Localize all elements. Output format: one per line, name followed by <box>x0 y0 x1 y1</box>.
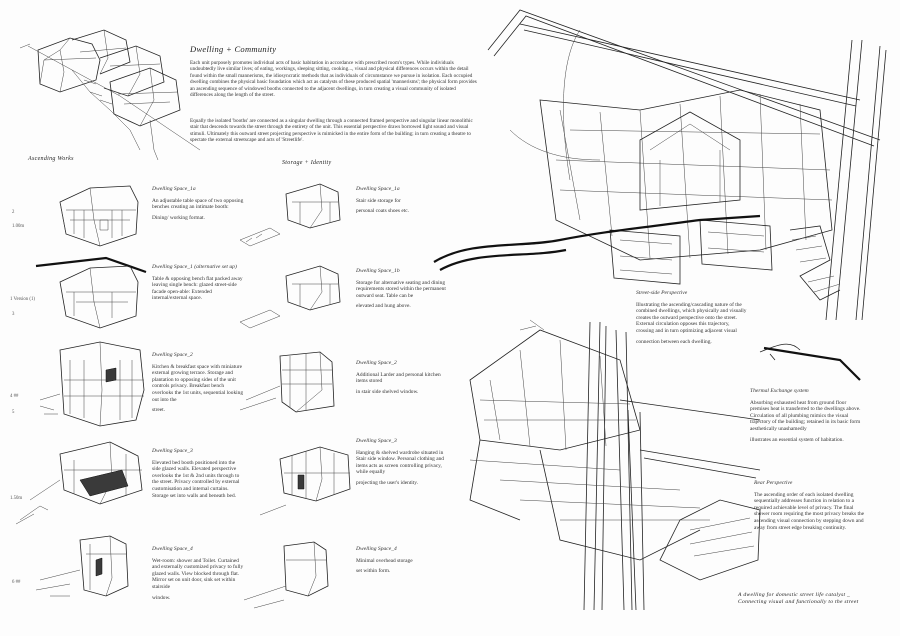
mid-panel-4: Dwelling Space_4 Minimal overhead storag… <box>356 546 448 579</box>
side-label: 2 <box>12 210 15 215</box>
panel-text: in stair side shelved window. <box>356 388 419 395</box>
intro-paragraph: Each unit purposely promotes individual … <box>190 60 477 99</box>
panel-text: Table & opposing bench flat packed away … <box>152 275 243 302</box>
panel-text: street. <box>152 407 166 414</box>
panel-heading: Thermal Exchange system <box>750 388 809 394</box>
panel-heading: Dwelling Space_4 <box>356 546 397 552</box>
panel-text: Minimal overhead storage <box>356 557 413 564</box>
panel-heading: Dwelling Space_2 <box>356 360 397 366</box>
panel-text: connection between each dwelling. <box>636 338 712 345</box>
left-panel-1a: Dwelling Space_1a An adjustable table sp… <box>152 186 244 225</box>
mid-panel-2: Dwelling Space_2 Additional Larder and p… <box>356 360 448 399</box>
panel-heading: Dwelling Space_3 <box>152 448 193 454</box>
section-label-mid: Storage + Identity <box>282 160 332 166</box>
mid-panel-3: Dwelling Space_3 Hanging & shelved wardr… <box>356 438 448 491</box>
panel-text: Hanging & shelved wardrobe situated in S… <box>356 449 444 476</box>
panel-text: Absorbing exhausted heat from ground flo… <box>750 399 861 432</box>
side-label: 1.50m <box>10 496 23 501</box>
left-panel-1-alt: Dwelling Space_1 (alternative set up) Ta… <box>152 264 244 306</box>
left-panel-2: Dwelling Space_2 Kitchen & breakfast spa… <box>152 352 244 418</box>
rear-perspective-note: Rear Perspective The ascending order of … <box>754 480 870 535</box>
side-label: 5 <box>12 410 15 415</box>
thermal-exchange-note: Thermal Exchange system Absorbing exhaus… <box>750 388 862 447</box>
left-panel-3: Dwelling Space_3 Elevated bed booth posi… <box>152 448 244 503</box>
panel-text: The ascending order of each isolated dwe… <box>754 491 865 531</box>
panel-heading: Rear Perspective <box>754 480 793 486</box>
panel-text: Kitchen & breakfast space with miniature… <box>152 363 244 403</box>
mid-panel-1b: Dwelling Space_1b Storage for alternativ… <box>356 268 448 314</box>
panel-heading: Street-side Perspective <box>636 290 688 296</box>
panel-heading: Dwelling Space_1a <box>152 186 196 192</box>
intro-paragraph-2: Equally the isolated 'booths' are connec… <box>190 118 473 144</box>
side-label: 3 <box>12 312 15 317</box>
panel-text: elevated and hung above. <box>356 303 411 310</box>
panel-text: projecting the user's identity. <box>356 479 418 486</box>
panel-text: window. <box>152 594 171 601</box>
panel-text: illustrates an essential system of habit… <box>750 436 844 443</box>
page-title: Dwelling + Community <box>190 44 277 54</box>
panel-text: personal coats shoes etc. <box>356 208 409 215</box>
left-panel-4: Dwelling Space_4 Wet-room: shower and To… <box>152 546 244 605</box>
panel-heading: Dwelling Space_3 <box>356 438 397 444</box>
panel-text: Stair side storage for <box>356 197 401 204</box>
section-label-left: Ascending Works <box>28 156 74 162</box>
side-label: 6 ## <box>12 580 21 585</box>
mid-panel-1a: Dwelling Space_1a Stair side storage for… <box>356 186 448 219</box>
panel-text: Dining/ working format. <box>152 214 205 221</box>
panel-heading: Dwelling Space_4 <box>152 546 193 552</box>
panel-text: An adjustable table space of two opposin… <box>152 197 244 211</box>
panel-heading: Dwelling Space_1a <box>356 186 400 192</box>
panel-heading: Dwelling Space_1b <box>356 268 400 274</box>
panel-text: Illustrating the ascending/cascading nat… <box>636 301 747 334</box>
street-side-note: Street-side Perspective Illustrating the… <box>636 290 748 349</box>
side-label: 1.00m <box>12 224 25 229</box>
panel-text: set within form. <box>356 568 391 575</box>
panel-heading: Dwelling Space_1 (alternative set up) <box>152 264 237 270</box>
panel-text: Additional Larder and personal kitchen i… <box>356 371 441 385</box>
side-label: 4 ## <box>10 394 19 399</box>
panel-text: Elevated bed booth positioned into the s… <box>152 459 240 499</box>
panel-text: Storage for alternative seating and dini… <box>356 279 446 299</box>
panel-heading: Dwelling Space_2 <box>152 352 193 358</box>
side-label: 1 Version (1) <box>10 297 35 302</box>
panel-text: Wet-room: shower and Toilet. Curtained a… <box>152 557 244 590</box>
footer-caption: A dwelling for domestic street life cata… <box>738 592 859 605</box>
